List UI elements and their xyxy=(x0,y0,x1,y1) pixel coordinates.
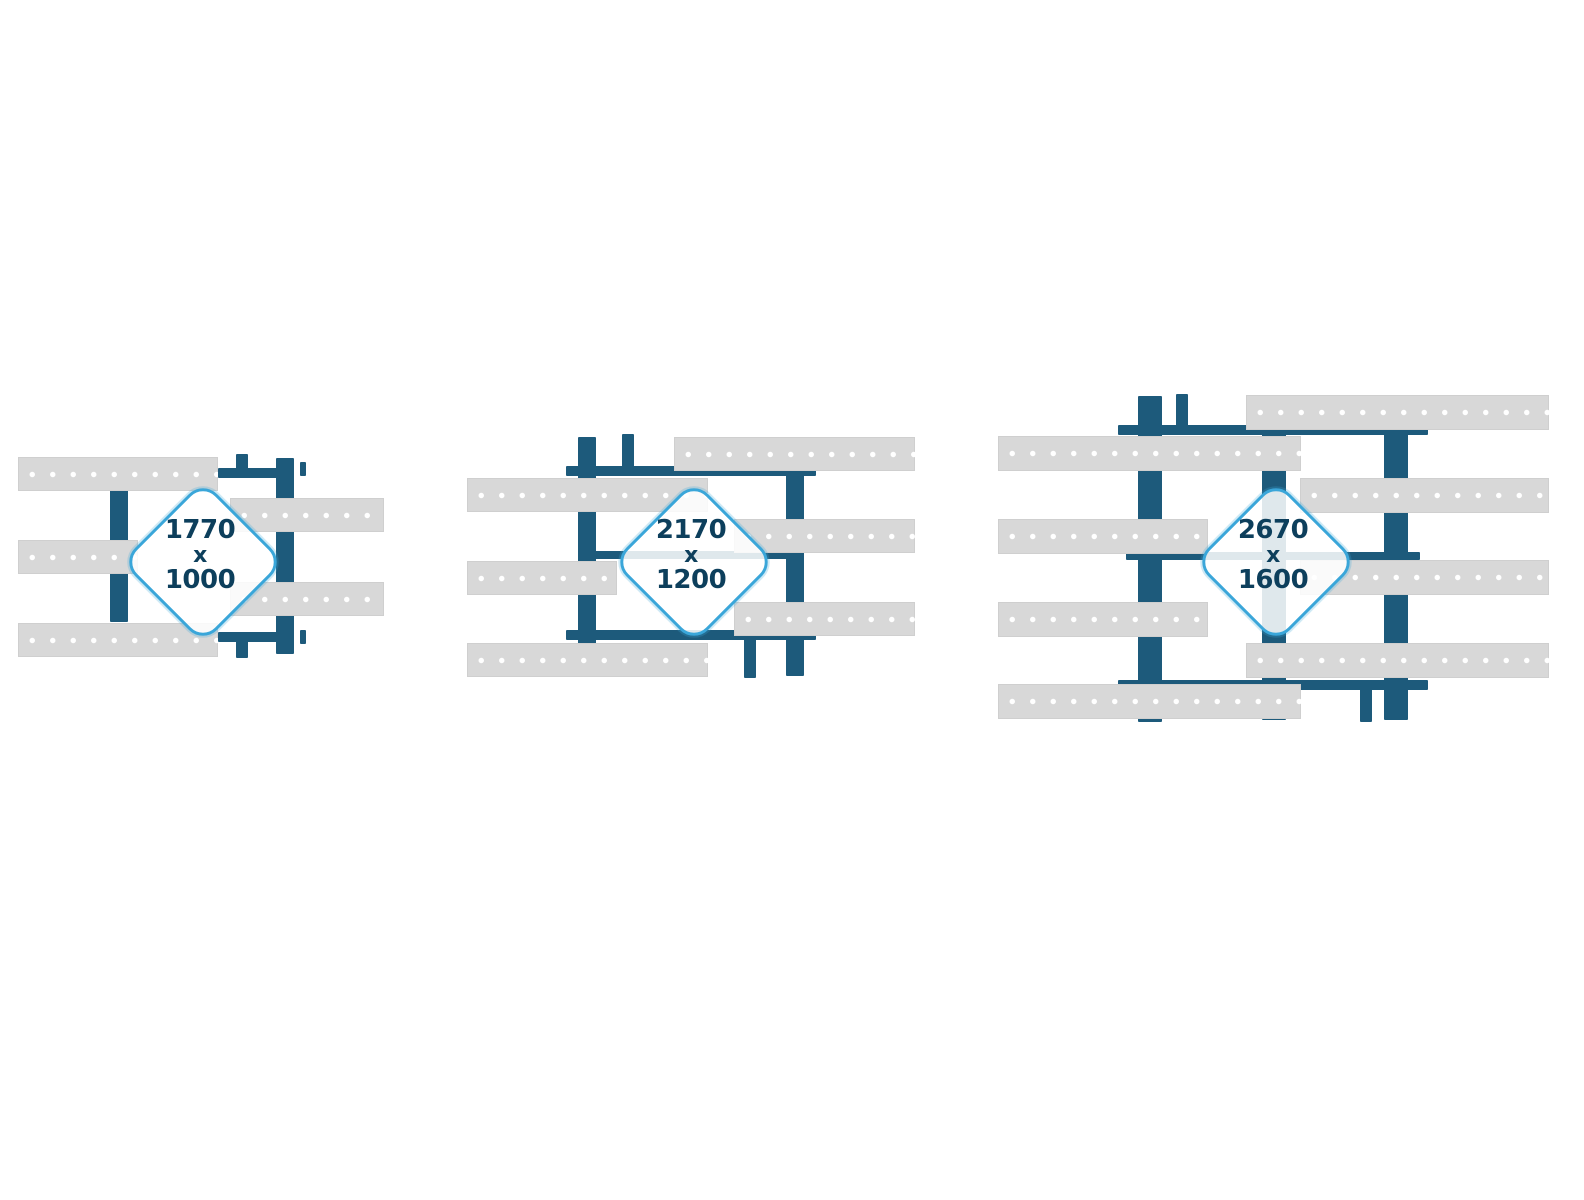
table-slat xyxy=(998,519,1208,554)
size-width: 2170 xyxy=(655,515,727,545)
table-slat xyxy=(998,684,1301,719)
frame-foot xyxy=(622,434,634,472)
frame-leg xyxy=(786,472,804,676)
size-separator: x xyxy=(193,543,207,568)
table-slat xyxy=(1300,478,1549,513)
table-slat xyxy=(998,602,1208,637)
frame-leg xyxy=(276,458,294,654)
frame-foot xyxy=(1360,686,1372,722)
size-width: 1770 xyxy=(164,515,236,545)
table-slat xyxy=(1246,395,1549,430)
size-label: 1770 x 1000 xyxy=(140,515,260,595)
table-slat xyxy=(467,478,708,512)
table-slat xyxy=(467,643,708,677)
table-slat xyxy=(998,436,1301,471)
frame-crossbar xyxy=(218,468,294,478)
size-depth: 1200 xyxy=(655,565,727,595)
frame-foot xyxy=(300,630,306,644)
table-slat xyxy=(734,602,915,636)
frame-crossbar xyxy=(566,466,816,476)
table-slat xyxy=(18,540,138,574)
frame-crossbar xyxy=(1118,425,1428,435)
size-width: 2670 xyxy=(1237,515,1309,545)
size-depth: 1000 xyxy=(164,565,236,595)
frame-foot xyxy=(744,636,756,678)
size-label: 2670 x 1600 xyxy=(1213,515,1333,595)
size-separator: x xyxy=(684,543,698,568)
table-slat xyxy=(734,519,915,553)
table-slat xyxy=(230,498,384,532)
size-separator: x xyxy=(1266,543,1280,568)
table-slat xyxy=(674,437,915,471)
size-depth: 1600 xyxy=(1237,565,1309,595)
frame-foot xyxy=(1176,394,1188,430)
table-slat xyxy=(18,623,218,657)
table-slat xyxy=(467,561,617,595)
table-slat xyxy=(18,457,218,491)
frame-foot xyxy=(236,454,248,472)
table-slat xyxy=(1246,643,1549,678)
frame-crossbar xyxy=(218,632,294,642)
frame-foot xyxy=(236,640,248,658)
frame-foot xyxy=(300,462,306,476)
size-label: 2170 x 1200 xyxy=(631,515,751,595)
